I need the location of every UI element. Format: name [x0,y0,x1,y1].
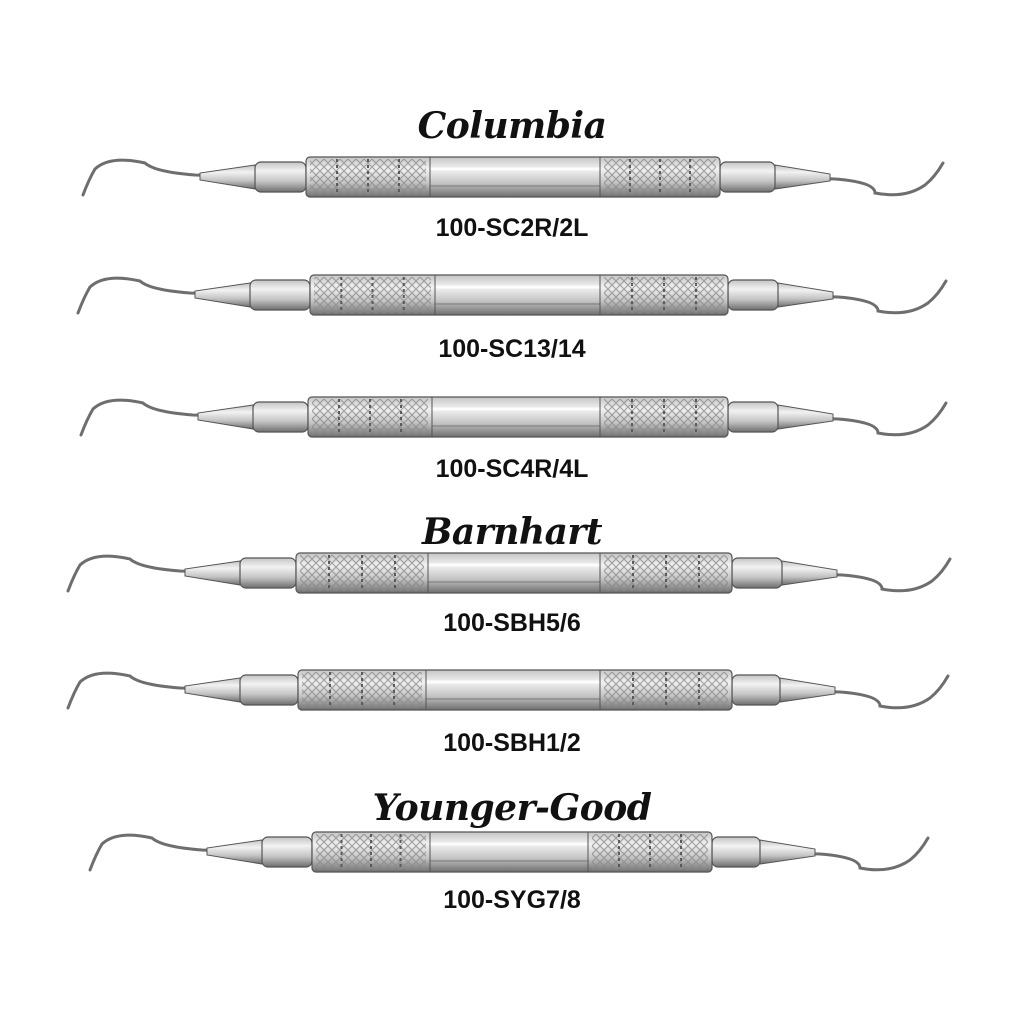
model-label-syg7-8: 100-SYG7/8 [443,886,581,914]
dental-curette-icon [81,156,945,198]
dental-curette-icon [66,669,950,711]
model-label-sc13-14: 100-SC13/14 [438,335,586,363]
group-title-younger-good: Younger-Good [372,787,652,829]
dental-curette-icon [79,396,948,438]
dental-curette-icon [76,274,948,316]
model-label-sc2r-2l: 100-SC2R/2L [435,214,589,242]
model-label-sc4r-4l: 100-SC4R/4L [435,455,589,483]
dental-curette-icon [66,552,952,594]
group-title-columbia: Columbia [417,105,607,147]
model-label-sbh5-6: 100-SBH5/6 [443,609,581,637]
dental-curette-icon [88,831,930,873]
group-title-barnhart: Barnhart [422,511,603,553]
model-label-sbh1-2: 100-SBH1/2 [443,729,581,757]
